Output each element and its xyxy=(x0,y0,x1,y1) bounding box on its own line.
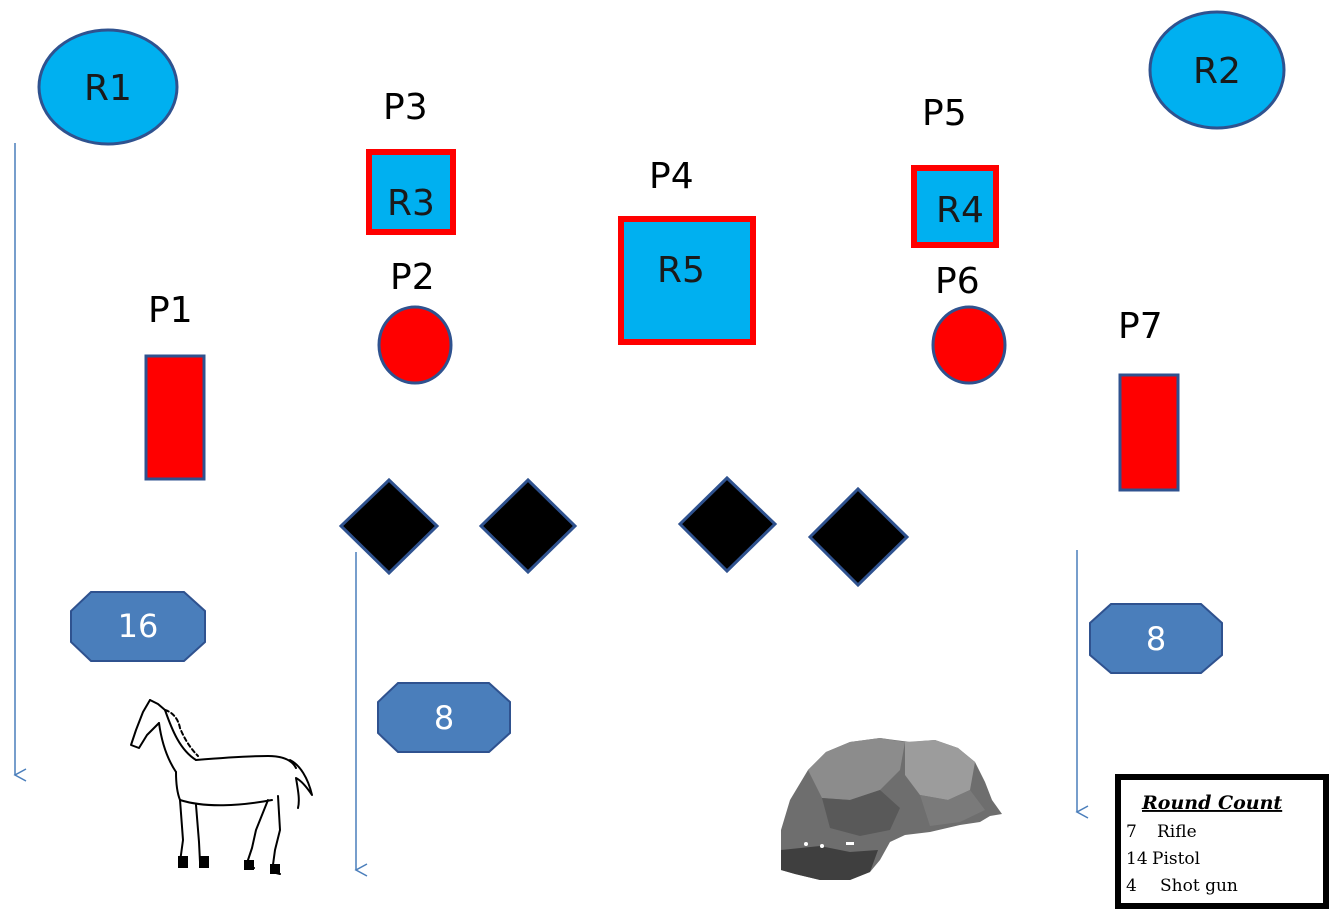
shotgun-target-4 xyxy=(807,486,910,588)
rifle-target-r2: R2 xyxy=(1148,10,1286,130)
shotgun-target-3 xyxy=(677,475,778,574)
rifle-target-r3: R3 xyxy=(366,149,456,235)
round-count-pistol-qty: 14 xyxy=(1126,849,1148,869)
round-count-rifle-qty: 7 xyxy=(1126,822,1137,842)
rock-formation-image xyxy=(781,738,1002,880)
count-badge-left: 16 xyxy=(70,591,206,662)
round-count-shotgun-qty: 4 xyxy=(1126,876,1137,896)
r2-label: R2 xyxy=(1193,51,1241,92)
horse-icon xyxy=(130,699,313,875)
count-middle-value: 8 xyxy=(434,699,454,737)
rifle-target-r4: R4 xyxy=(911,165,999,248)
position-p4-label: P4 xyxy=(649,156,694,197)
rifle-target-r5: R5 xyxy=(618,216,756,345)
position-p1-label: P1 xyxy=(148,290,193,331)
rifle-target-r1: R1 xyxy=(37,28,179,146)
r3-label: R3 xyxy=(387,183,435,224)
position-p6-label: P6 xyxy=(935,261,980,302)
r1-label: R1 xyxy=(84,68,132,109)
pistol-target-p7 xyxy=(1118,373,1180,492)
round-count-rifle-weapon: Rifle xyxy=(1157,822,1197,842)
pistol-target-p1 xyxy=(144,354,206,481)
r4-label: R4 xyxy=(936,190,984,231)
position-p3-label: P3 xyxy=(383,87,428,128)
position-p7-label: P7 xyxy=(1118,306,1163,347)
count-right-value: 8 xyxy=(1146,620,1166,658)
pistol-target-p2 xyxy=(377,305,453,385)
shotgun-target-2 xyxy=(478,477,578,575)
position-p5-label: P5 xyxy=(922,93,967,134)
count-badge-right: 8 xyxy=(1089,603,1223,674)
pistol-target-p6 xyxy=(931,305,1007,385)
round-count-box: Round Count 7 Rifle 14 Pistol 4 Shot gun xyxy=(1115,774,1329,909)
round-count-pistol-weapon: Pistol xyxy=(1152,849,1200,869)
horse-hooves xyxy=(178,856,280,874)
r5-label: R5 xyxy=(657,250,705,291)
count-badge-middle: 8 xyxy=(377,682,511,753)
round-count-shotgun-weapon: Shot gun xyxy=(1160,876,1238,896)
round-count-title: Round Count xyxy=(1141,792,1282,814)
count-left-value: 16 xyxy=(118,607,159,645)
position-p2-label: P2 xyxy=(390,257,435,298)
shotgun-target-1 xyxy=(338,477,440,576)
